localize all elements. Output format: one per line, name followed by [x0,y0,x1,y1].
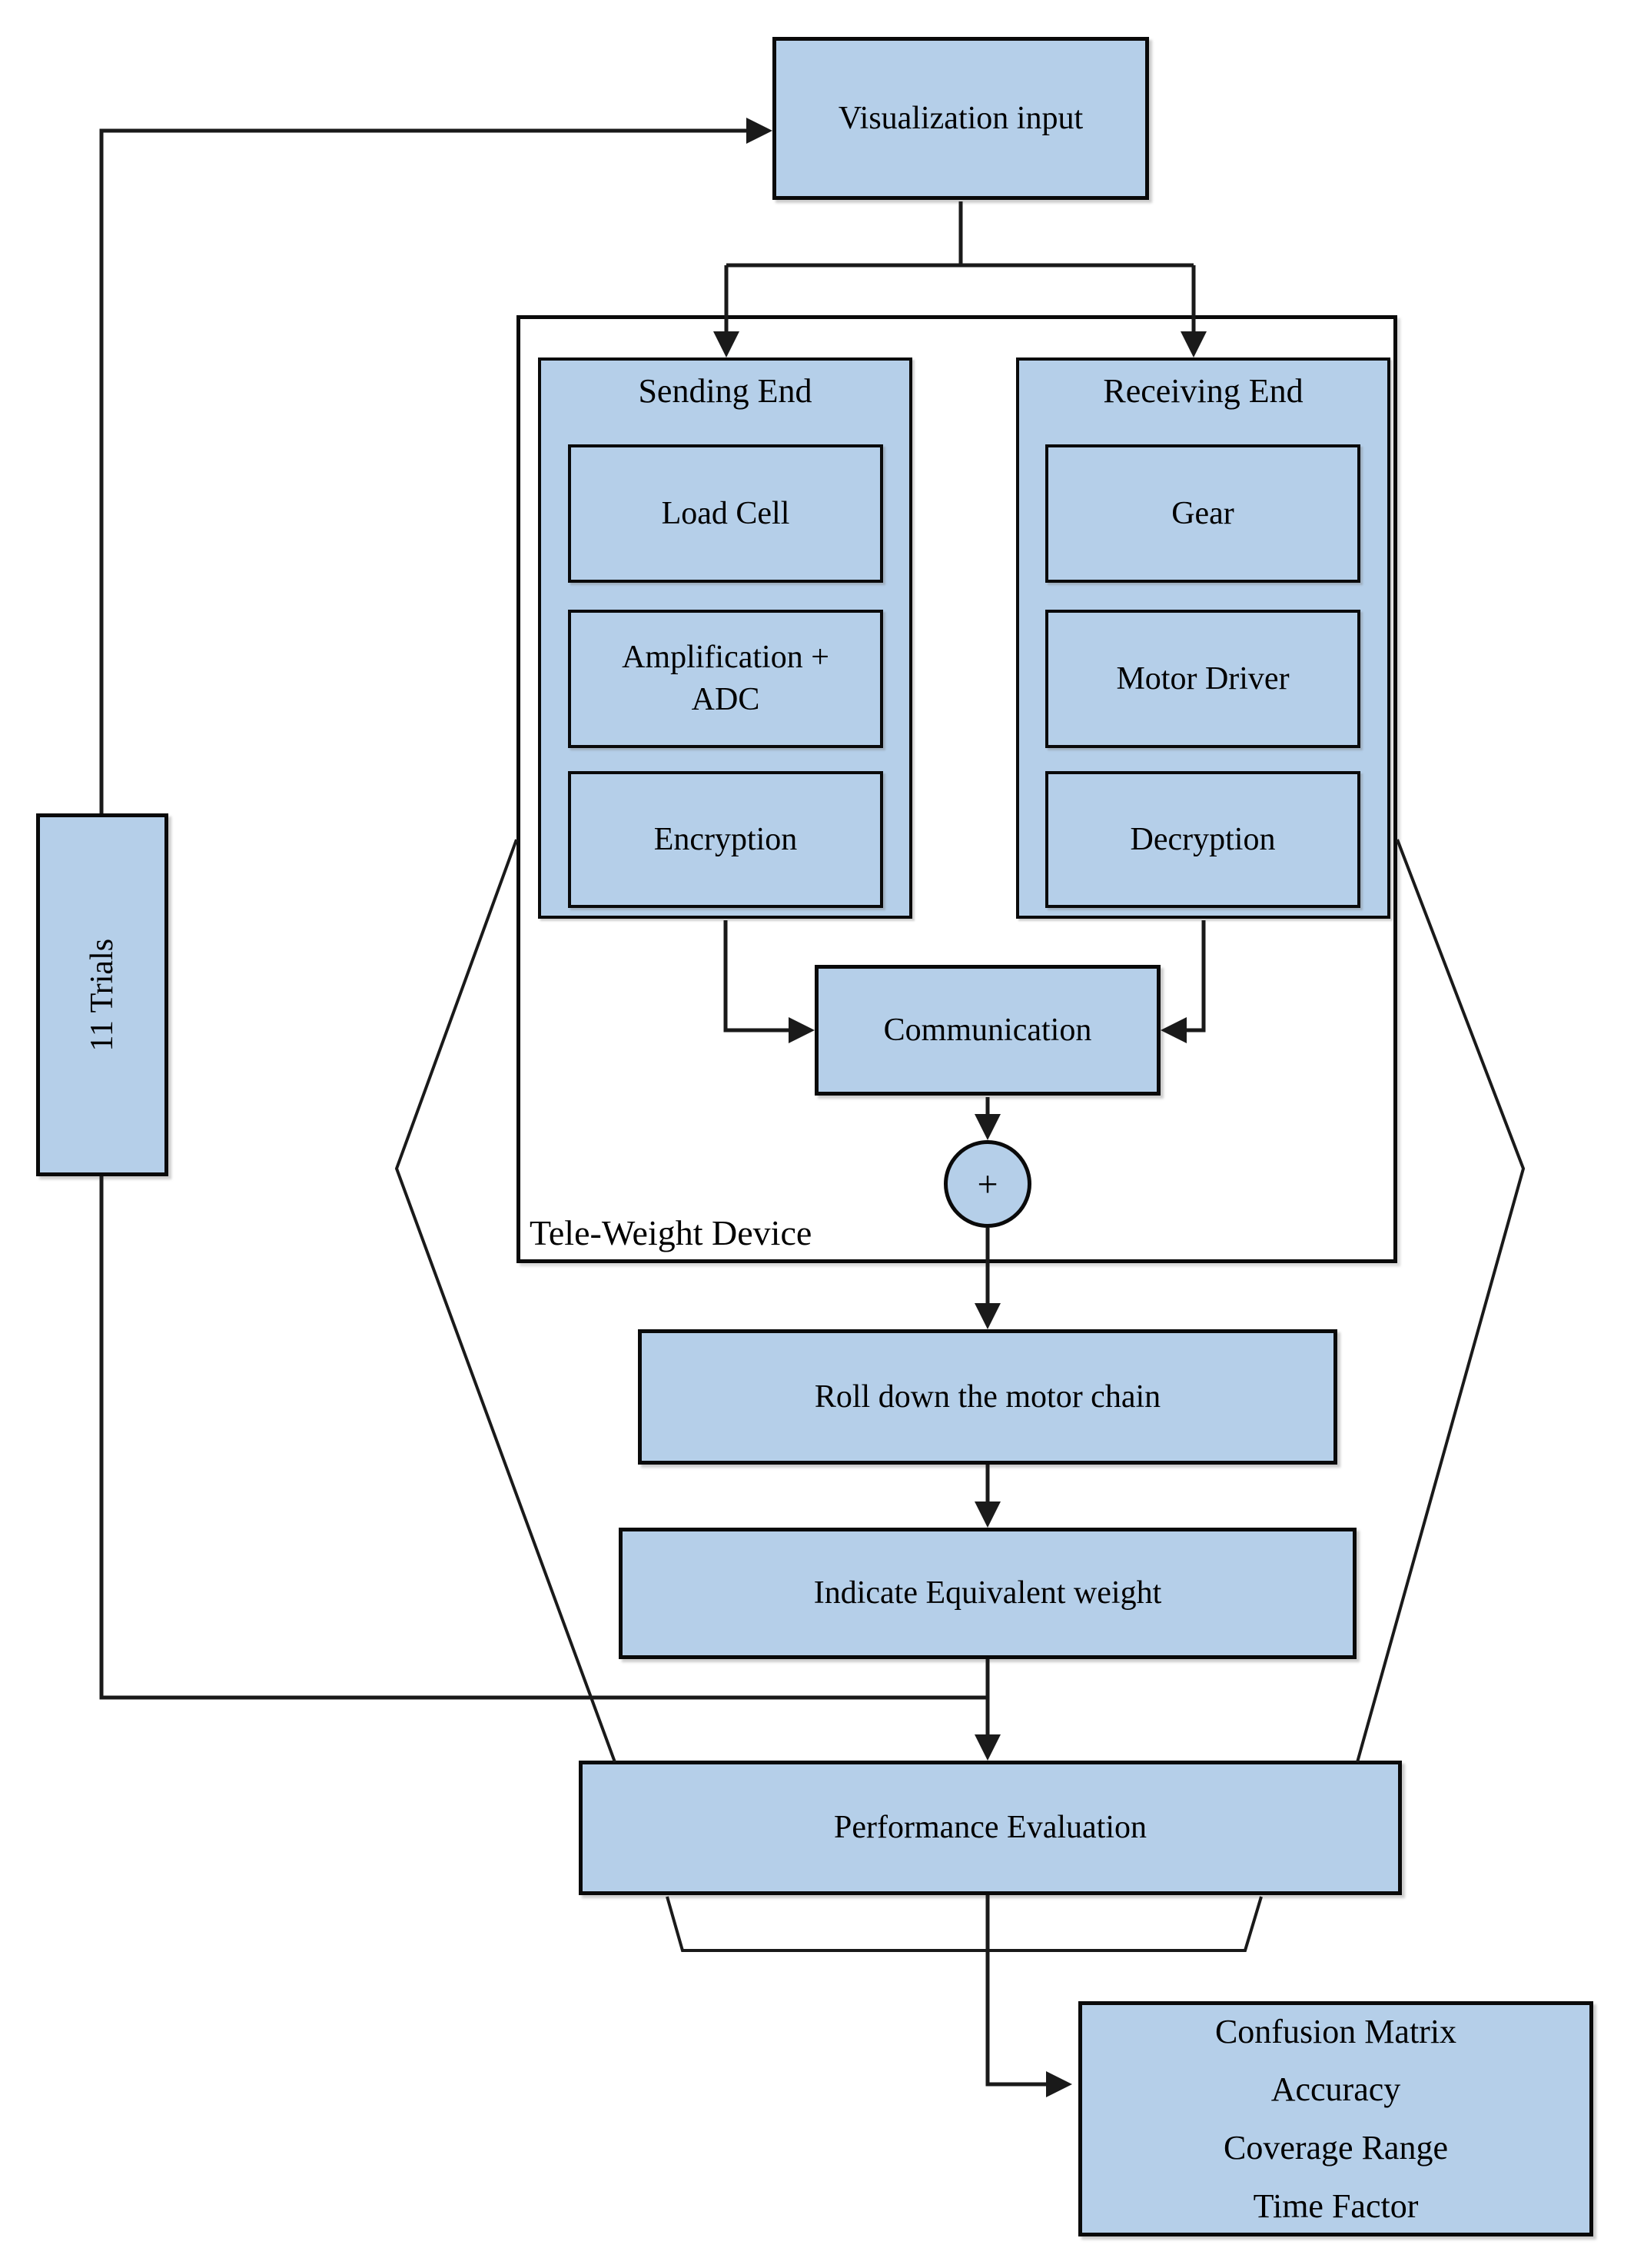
tele-weight-device-label: Tele-Weight Device [530,1213,812,1252]
performance-evaluation-label: Performance Evaluation [834,1810,1147,1846]
sum-junction-label: + [977,1163,998,1205]
amplification-adc-box: Amplification + ADC [568,610,883,748]
indicate-weight-box: Indicate Equivalent weight [619,1528,1357,1659]
arrowhead-into-viz [746,118,772,144]
decryption-box: Decryption [1045,771,1360,908]
roll-down-box: Roll down the motor chain [638,1329,1337,1465]
visualization-input-box: Visualization input [772,37,1149,200]
communication-label: Communication [883,1012,1092,1048]
encryption-box: Encryption [568,771,883,908]
arrowhead-into-outputs [1046,2071,1072,2097]
arrowhead-into-roll [975,1303,1001,1329]
trapezoid-under-performance [666,1896,1263,1952]
indicate-weight-label: Indicate Equivalent weight [813,1575,1162,1611]
output-coverage-range: Coverage Range [1224,2129,1448,2167]
motor-driver-box: Motor Driver [1045,610,1360,748]
gear-box: Gear [1045,444,1360,583]
output-accuracy: Accuracy [1270,2070,1401,2109]
output-confusion-matrix: Confusion Matrix [1214,2012,1457,2050]
sending-end-title: Sending End [638,372,812,410]
encryption-label: Encryption [653,821,798,857]
gear-label: Gear [1171,495,1234,531]
load-cell-box: Load Cell [568,444,883,583]
connector-viz-split [724,201,1196,332]
trials-box: 11 Trials [36,813,168,1176]
receiving-end-title: Receiving End [1103,372,1304,410]
amplification-adc-label: Amplification + ADC [622,640,829,717]
sum-junction-circle: + [944,1140,1031,1228]
roll-down-label: Roll down the motor chain [814,1378,1161,1415]
motor-driver-label: Motor Driver [1116,660,1290,697]
decryption-label: Decryption [1130,821,1276,857]
outputs-box: Confusion Matrix Accuracy Coverage Range… [1078,2001,1593,2236]
connector-performance-to-outputs [985,1895,1048,2087]
performance-evaluation-box: Performance Evaluation [579,1761,1402,1895]
output-time-factor: Time Factor [1253,2187,1419,2225]
arrowhead-into-performance [975,1734,1001,1761]
communication-box: Communication [815,965,1161,1096]
arrowhead-into-indicate [975,1501,1001,1528]
trials-label: 11 Trials [84,938,120,1052]
visualization-input-label: Visualization input [838,100,1084,136]
load-cell-label: Load Cell [661,495,790,531]
